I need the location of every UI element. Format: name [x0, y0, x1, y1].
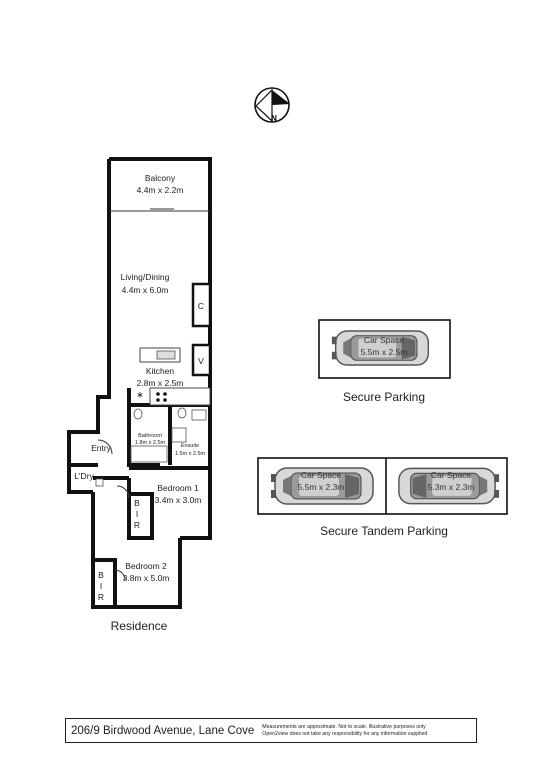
laundry-label: L'Dry — [74, 471, 94, 481]
car-space-1-dims: 5.5m x 2.5m — [361, 347, 408, 357]
residence-label: Residence — [111, 619, 168, 633]
bir1-r: R — [134, 520, 140, 530]
car-space-1-label: Car Space — [364, 335, 404, 345]
disclaimer: Measurements are approximate. Not to sca… — [254, 724, 427, 737]
cupboard-label: C — [198, 301, 204, 311]
ensuite-label: Ensuite — [181, 443, 199, 449]
car-space-2-label: Car Space — [301, 470, 341, 480]
footer-bar: 206/9 Birdwood Avenue, Lane Cove Measure… — [65, 718, 477, 743]
living-label: Living/Dining — [121, 272, 170, 282]
bir2-b: B — [98, 570, 104, 580]
bir2-r: R — [98, 592, 104, 602]
entry-label: Entry — [91, 443, 112, 453]
secure-parking-space: Car Space 5.5m x 2.5m — [318, 319, 451, 379]
balcony-dims: 4.4m x 2.2m — [137, 185, 184, 195]
compass-label: N — [271, 114, 277, 123]
bedroom1-dims: 3.4m x 3.0m — [155, 495, 202, 505]
tandem-parking-space: Car Space 5.5m x 2.3m Car Space 5.3m x 2… — [257, 457, 508, 515]
bir1-b: B — [134, 498, 140, 508]
bedroom1-label: Bedroom 1 — [157, 483, 199, 493]
disclaimer-line-2: Open2view does not take any responsibili… — [262, 730, 428, 737]
property-address: 206/9 Birdwood Avenue, Lane Cove — [71, 724, 255, 737]
svg-text:*: * — [137, 390, 143, 404]
bir2-i: I — [100, 581, 102, 591]
car-space-2-dims: 5.5m x 2.3m — [298, 482, 345, 492]
north-compass-icon: N — [254, 87, 290, 123]
tandem-parking-label: Secure Tandem Parking — [320, 524, 448, 538]
ensuite-dims: 1.5m x 2.5m — [175, 451, 206, 457]
bir1-i: I — [136, 509, 138, 519]
balcony-label: Balcony — [145, 173, 176, 183]
kitchen-label: Kitchen — [146, 366, 175, 376]
residence-walls: * — [67, 157, 212, 609]
car-space-3-dims: 5.3m x 2.3m — [428, 482, 475, 492]
bathroom-label: Bathroom — [138, 433, 162, 439]
secure-parking-label: Secure Parking — [343, 390, 425, 404]
bedroom2-dims: 3.8m x 5.0m — [123, 573, 170, 583]
car-space-3-label: Car Space — [431, 470, 471, 480]
living-dims: 4.4m x 6.0m — [122, 285, 169, 295]
bathroom-dims: 1.8m x 2.5m — [135, 440, 166, 446]
bedroom2-label: Bedroom 2 — [125, 561, 167, 571]
disclaimer-line-1: Measurements are approximate. Not to sca… — [262, 724, 426, 730]
vent-label: V — [198, 356, 204, 366]
kitchen-dims: 2.8m x 2.5m — [137, 378, 184, 388]
